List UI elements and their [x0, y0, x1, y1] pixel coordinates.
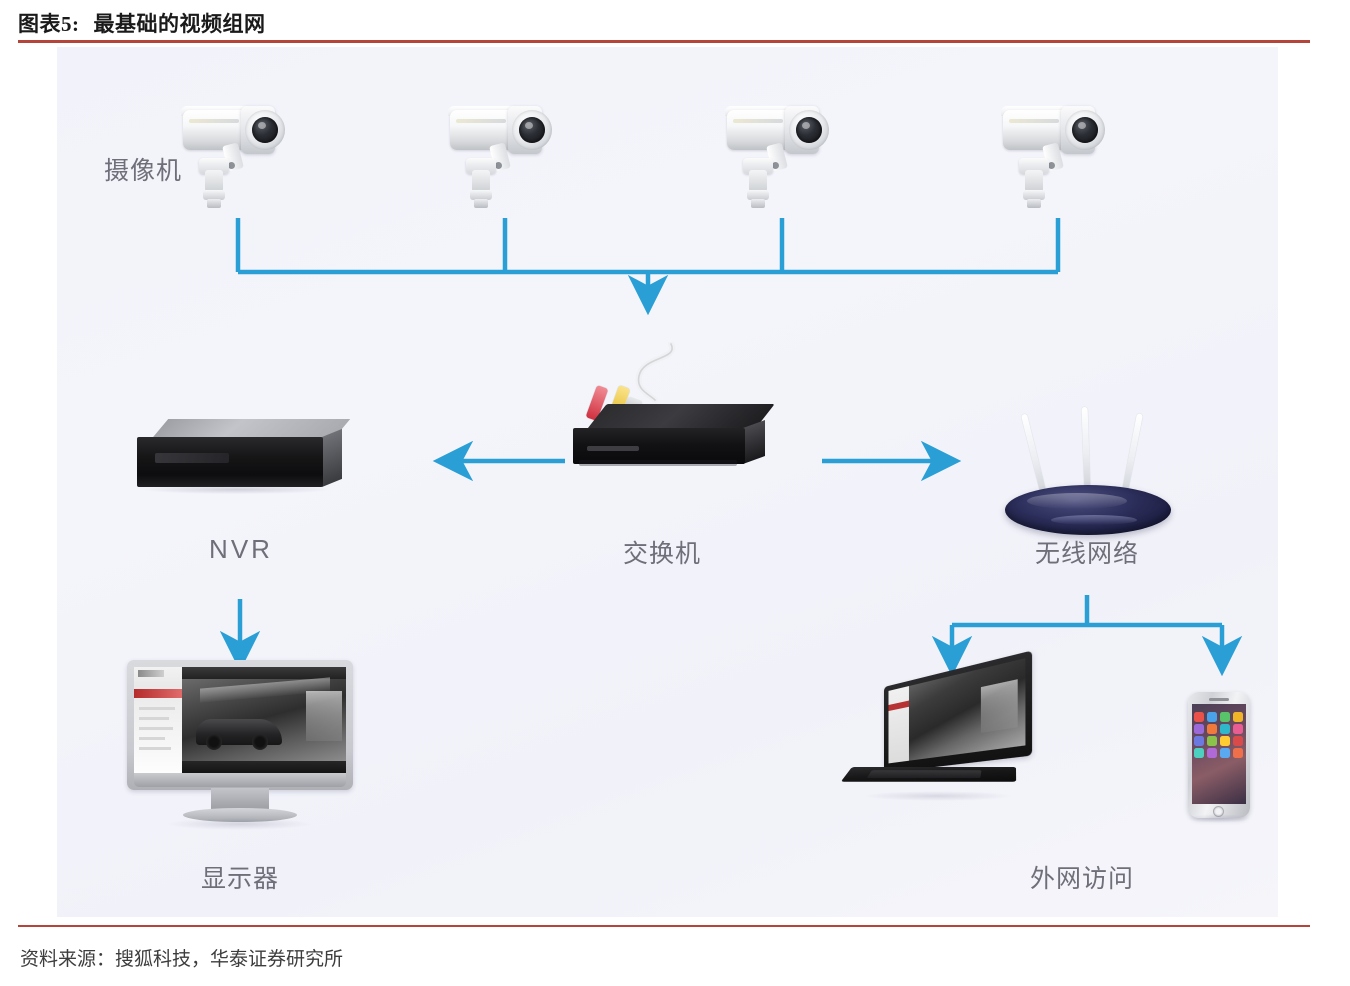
cameras-group-label: 摄像机 [103, 156, 182, 185]
nvr-label: NVR [209, 534, 273, 564]
wireless-label: 无线网络 [1034, 539, 1139, 568]
laptop-icon [840, 650, 1033, 807]
switch-label: 交换机 [622, 539, 701, 568]
network-switch-icon [565, 342, 775, 466]
figure-number: 图表5: [18, 12, 80, 36]
network-topology-diagram: 摄像机 交换机 NVR 无线网络 [57, 47, 1278, 917]
page-title: 图表5: 最基础的视频组网 [18, 8, 266, 38]
footer-divider [18, 925, 1310, 927]
phone-app-icons [1194, 712, 1244, 758]
desktop-monitor-icon [127, 660, 353, 832]
bullet-camera-icon [725, 104, 845, 222]
title-divider [18, 40, 1310, 43]
bullet-camera-icon [448, 104, 568, 222]
figure-source: 资料来源：搜狐科技，华泰证券研究所 [20, 949, 344, 970]
switch-cable-icon [635, 342, 676, 403]
nvr-recorder-icon [137, 419, 351, 509]
remote-access-label: 外网访问 [1029, 864, 1134, 893]
wireless-router-icon [997, 406, 1177, 537]
bullet-camera-icon [181, 104, 301, 222]
connector-layer [219, 218, 1243, 677]
figure-header: 图表5: 最基础的视频组网 [18, 8, 1310, 44]
monitor-label: 显示器 [200, 864, 279, 893]
figure-title-text: 最基础的视频组网 [93, 12, 266, 36]
bullet-camera-icon [1001, 104, 1121, 222]
smartphone-icon [1186, 692, 1252, 823]
